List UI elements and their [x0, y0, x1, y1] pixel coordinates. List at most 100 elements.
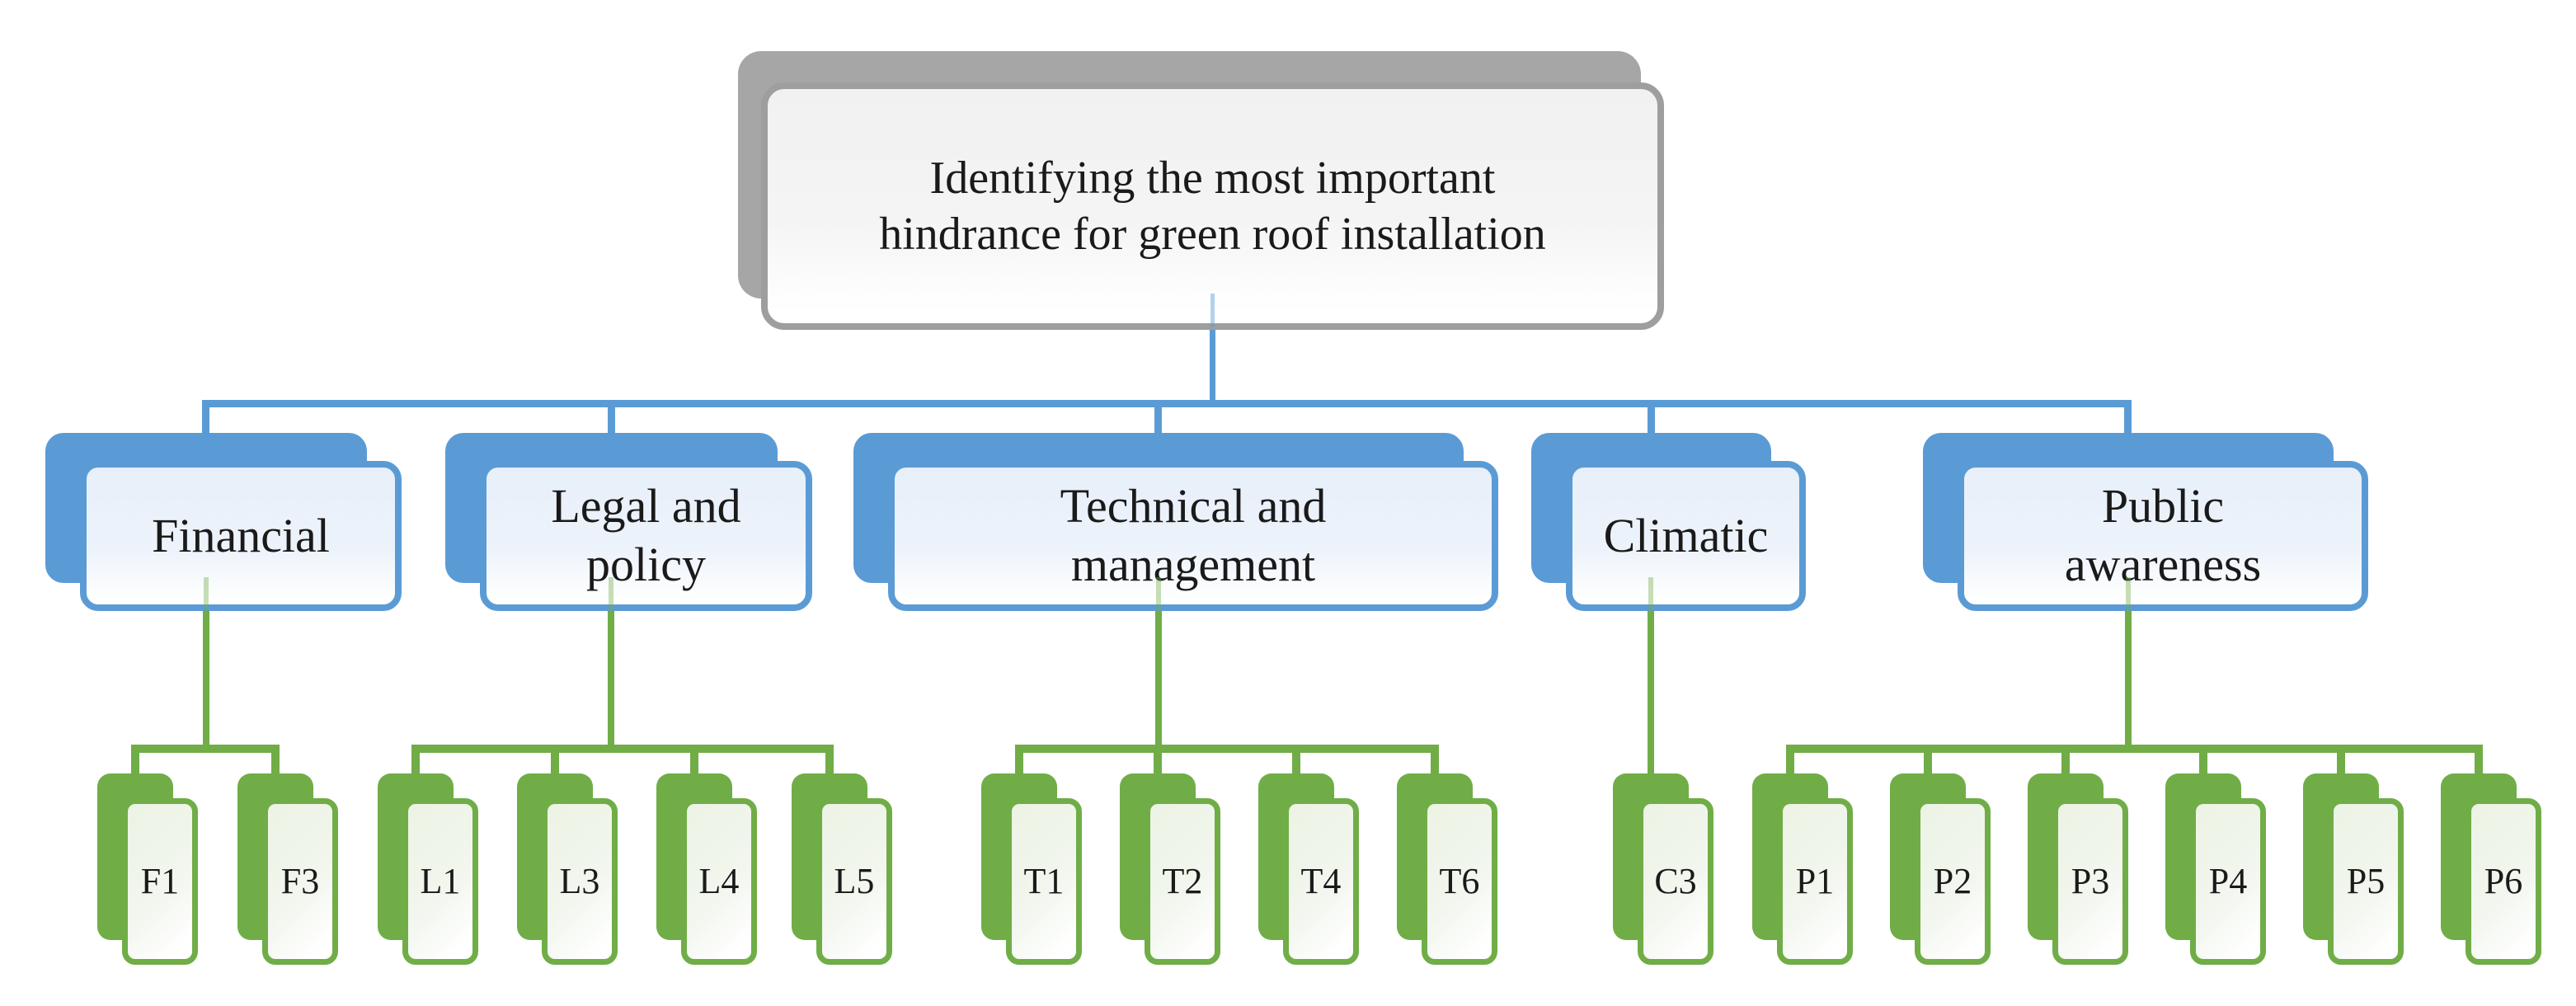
leaf-t6-label: T6 [1439, 861, 1480, 902]
leaf-node-l1: L1 [378, 773, 478, 965]
leaf-node-t4: T4 [1258, 773, 1359, 965]
leaf-node-t6: T6 [1397, 773, 1497, 965]
leaf-t4-box: T4 [1283, 798, 1359, 965]
root-node-box: Identifying the most important hindrance… [761, 82, 1664, 330]
leaf-node-f3: F3 [237, 773, 338, 965]
leaf-node-l5: L5 [792, 773, 892, 965]
leaf-f1-box: F1 [122, 798, 198, 965]
leaf-p4-box: P4 [2190, 798, 2266, 965]
connector-stub-t6 [1431, 745, 1439, 778]
leaf-l4-box: L4 [681, 798, 757, 965]
connector-stub-p4 [2199, 745, 2207, 778]
leaf-node-t1: T1 [981, 773, 1082, 965]
leaf-t1-label: T1 [1023, 861, 1065, 902]
connector-financial-vertical [203, 608, 209, 753]
connector-stub-p5 [2337, 745, 2345, 778]
leaf-l3-label: L3 [559, 861, 600, 902]
leaf-p6-box: P6 [2466, 798, 2541, 965]
connector-blue-bus [202, 400, 2132, 407]
leaf-node-f1: F1 [97, 773, 198, 965]
leaf-p4-label: P4 [2208, 861, 2248, 902]
connector-technical-inbox [1156, 577, 1161, 611]
connector-stub-technical [1154, 400, 1162, 437]
leaf-node-p4: P4 [2165, 773, 2266, 965]
connector-public-inbox [2126, 577, 2131, 611]
leaf-node-p6: P6 [2441, 773, 2541, 965]
leaf-t6-box: T6 [1422, 798, 1497, 965]
category-node-legal: Legal and policy [445, 433, 812, 611]
leaf-node-l4: L4 [656, 773, 757, 965]
connector-financial-inbox [204, 577, 209, 611]
leaf-f3-box: F3 [262, 798, 338, 965]
category-legal-box: Legal and policy [480, 461, 812, 611]
category-financial-box: Financial [80, 461, 402, 611]
category-climatic-box: Climatic [1566, 461, 1806, 611]
root-node-label: Identifying the most important hindrance… [879, 152, 1546, 260]
connector-legal-vertical [608, 608, 614, 753]
connector-stub-climatic [1648, 400, 1655, 437]
connector-stub-t1 [1015, 745, 1023, 778]
leaf-l1-box: L1 [402, 798, 478, 965]
leaf-p2-label: P2 [1933, 861, 1972, 902]
leaf-node-p5: P5 [2303, 773, 2404, 965]
connector-root-inbox [1210, 294, 1215, 327]
connector-stub-financial [202, 400, 209, 437]
connector-bus-financial [131, 745, 280, 753]
connector-bus-legal [411, 745, 834, 753]
leaf-l4-label: L4 [698, 861, 740, 902]
leaf-node-t2: T2 [1120, 773, 1220, 965]
connector-stub-f1 [131, 745, 139, 778]
category-node-public: Public awareness [1923, 433, 2368, 611]
category-node-climatic: Climatic [1531, 433, 1806, 611]
leaf-p5-label: P5 [2346, 861, 2386, 902]
leaf-c3-label: C3 [1654, 861, 1697, 902]
leaf-t4-label: T4 [1300, 861, 1342, 902]
connector-stub-p3 [2061, 745, 2070, 778]
connector-bus-technical [1015, 745, 1439, 753]
leaf-t1-box: T1 [1006, 798, 1082, 965]
leaf-node-p1: P1 [1752, 773, 1853, 965]
connector-stub-p1 [1786, 745, 1794, 778]
leaf-p6-label: P6 [2484, 861, 2523, 902]
root-node: Identifying the most important hindrance… [738, 51, 1664, 330]
leaf-node-l3: L3 [517, 773, 618, 965]
connector-stub-public [2124, 400, 2132, 437]
category-node-financial: Financial [45, 433, 402, 611]
category-public-label: Public awareness [2064, 479, 2262, 591]
leaf-c3-box: C3 [1638, 798, 1713, 965]
category-legal-label: Legal and policy [551, 479, 741, 591]
connector-stub-l3 [551, 745, 559, 778]
category-climatic-label: Climatic [1603, 508, 1769, 562]
category-technical-label: Technical and management [1060, 479, 1327, 591]
connector-stub-p2 [1924, 745, 1932, 778]
leaf-node-p3: P3 [2028, 773, 2128, 965]
leaf-f1-label: F1 [140, 861, 180, 902]
leaf-p1-box: P1 [1777, 798, 1853, 965]
connector-stub-t2 [1154, 745, 1162, 778]
connector-climatic-vertical [1648, 608, 1654, 778]
connector-technical-vertical [1155, 608, 1162, 753]
leaf-l5-label: L5 [834, 861, 875, 902]
leaf-t2-label: T2 [1162, 861, 1203, 902]
leaf-l3-box: L3 [542, 798, 618, 965]
leaf-l1-label: L1 [420, 861, 461, 902]
connector-stub-t4 [1292, 745, 1300, 778]
connector-stub-l4 [690, 745, 698, 778]
leaf-f3-label: F3 [280, 861, 320, 902]
connector-bus-public [1786, 745, 2483, 753]
connector-stub-l5 [825, 745, 834, 778]
leaf-p5-box: P5 [2328, 798, 2404, 965]
leaf-p2-box: P2 [1915, 798, 1991, 965]
leaf-p1-label: P1 [1795, 861, 1835, 902]
leaf-node-p2: P2 [1890, 773, 1991, 965]
connector-climatic-inbox [1648, 577, 1653, 611]
connector-public-vertical [2125, 608, 2132, 753]
connector-root-vertical [1210, 324, 1215, 405]
leaf-l5-box: L5 [816, 798, 892, 965]
leaf-node-c3: C3 [1613, 773, 1713, 965]
connector-stub-f3 [271, 745, 280, 778]
connector-stub-legal [608, 400, 615, 437]
category-node-technical: Technical and management [853, 433, 1498, 611]
leaf-p3-label: P3 [2071, 861, 2110, 902]
